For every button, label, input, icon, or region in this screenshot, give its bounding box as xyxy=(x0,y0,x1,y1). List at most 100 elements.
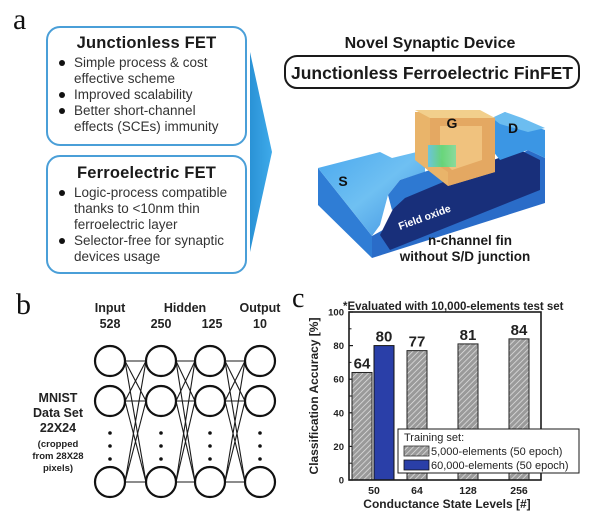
neuron-node xyxy=(93,465,127,499)
neuron-node xyxy=(93,344,127,378)
bullet-item: Logic-process compatible thanks to <10nm… xyxy=(48,185,245,233)
junctionless-fet-title: Junctionless FET xyxy=(76,34,217,52)
neuron-node xyxy=(144,465,178,499)
ellipsis-dot xyxy=(108,444,112,448)
bar-value-label: 77 xyxy=(409,334,426,351)
junctionless-fet-box: Junctionless FET Simple process & cost e… xyxy=(46,26,247,146)
neuron-connection xyxy=(224,400,246,483)
bar-5000-elements xyxy=(351,371,373,481)
neuron-connection xyxy=(124,360,147,483)
y-tick-label: 0 xyxy=(339,476,344,487)
layer-size-input: 528 xyxy=(100,317,121,331)
layer-size-output: 10 xyxy=(253,317,267,331)
bullet-line: Better short-channel xyxy=(74,103,196,118)
ellipsis-dot xyxy=(208,457,212,461)
gate-top xyxy=(415,110,495,118)
neuron-connection xyxy=(224,360,246,483)
ellipsis-dot xyxy=(208,431,212,435)
substrate-front xyxy=(318,168,372,258)
bullet-line: devices usage xyxy=(74,249,161,264)
legend-entry-5000: 5,000-elements (50 epoch) xyxy=(431,446,562,458)
dataset-note-line-1: (cropped xyxy=(38,439,79,450)
dataset-label-line-1: MNIST xyxy=(39,391,78,405)
bullet-line: effects (SCEs) immunity xyxy=(74,119,219,134)
ellipsis-dot xyxy=(159,444,163,448)
neuron-node xyxy=(144,344,178,378)
legend-swatch-solid xyxy=(403,459,430,471)
bullet-item: Improved scalability xyxy=(48,87,245,103)
y-tick-label: 100 xyxy=(328,308,344,319)
dataset-label-line-3: 22X24 xyxy=(40,421,76,435)
legend-swatch-hatched xyxy=(403,445,430,457)
bar-value-label: 81 xyxy=(460,327,477,344)
device-caption-line-2: without S/D junction xyxy=(399,249,530,264)
bullet-item: Simple process & cost effective scheme xyxy=(48,55,245,87)
bullet-line: Selector-free for synaptic xyxy=(74,233,225,248)
bar-value-label: 84 xyxy=(511,322,528,339)
bullet-item: Better short-channel effects (SCEs) immu… xyxy=(48,103,245,135)
bullet-line: Simple process & cost xyxy=(74,55,208,70)
y-tick-label: 60 xyxy=(333,375,344,386)
neuron-connection xyxy=(175,400,196,483)
layer-name-output: Output xyxy=(240,301,282,315)
layer-size-hidden-1: 250 xyxy=(151,317,172,331)
neuron-connection xyxy=(124,400,147,483)
y-tick-label: 20 xyxy=(333,442,344,453)
ellipsis-dot xyxy=(159,431,163,435)
finfet-device-illustration: G D S Field oxide xyxy=(318,110,545,258)
bar-value-label: 80 xyxy=(376,329,393,346)
ferroelectric-fet-title: Ferroelectric FET xyxy=(76,164,217,182)
x-tick-label: 128 xyxy=(459,485,477,497)
gate-label: G xyxy=(447,115,458,131)
ellipsis-dot xyxy=(258,431,262,435)
ellipsis-dot xyxy=(258,457,262,461)
bullet-item: Selector-free for synaptic devices usage xyxy=(48,233,245,265)
neuron-node xyxy=(93,384,127,418)
bullet-line: effective scheme xyxy=(74,71,176,86)
ferroelectric-fet-box: Ferroelectric FET Logic-process compatib… xyxy=(46,155,247,274)
bar-data-labels: 64 80 77 81 84 xyxy=(354,322,528,373)
network-connections xyxy=(124,360,246,483)
neuron-connection xyxy=(175,360,196,402)
layer-name-hidden: Hidden xyxy=(164,301,206,315)
dataset-note-line-3: pixels) xyxy=(43,463,73,474)
plot-frame xyxy=(348,311,542,481)
drain-label: D xyxy=(508,120,518,136)
bar-60000-elements xyxy=(373,345,395,481)
x-tick-label: 64 xyxy=(411,485,423,497)
ellipsis-dot xyxy=(208,444,212,448)
bullet-line: thanks to <10nm thin xyxy=(74,201,200,216)
neuron-connection xyxy=(224,360,246,402)
chart-legend: Training set: 5,000-elements (50 epoch) … xyxy=(397,428,580,474)
legend-title: Training set: xyxy=(404,432,464,444)
arrow-icon xyxy=(250,52,272,252)
y-tick-label: 80 xyxy=(333,341,344,352)
neuron-node xyxy=(243,384,277,418)
ellipsis-dot xyxy=(108,457,112,461)
dataset-label-line-2: Data Set xyxy=(33,406,84,420)
bar-value-label: 64 xyxy=(354,355,371,372)
neuron-connection xyxy=(124,360,147,402)
x-axis-label: Conductance State Levels [#] xyxy=(363,497,530,511)
ellipsis-dot xyxy=(108,431,112,435)
ellipsis-dot xyxy=(159,457,163,461)
neuron-node xyxy=(193,384,227,418)
neural-network-diagram: Input Hidden Output 528 250 125 10 MNIST… xyxy=(32,301,282,499)
bullet-line: Logic-process compatible xyxy=(74,185,228,200)
neuron-node xyxy=(193,465,227,499)
source-label: S xyxy=(338,173,347,189)
neuron-node xyxy=(193,344,227,378)
ellipsis-dots xyxy=(108,431,262,461)
device-heading: Novel Synaptic Device xyxy=(345,35,516,52)
neuron-connection xyxy=(175,360,196,483)
panel-label-c: c xyxy=(292,283,305,314)
bullet-line: ferroelectric layer xyxy=(74,217,178,232)
panel-label-a: a xyxy=(13,3,27,36)
network-neurons xyxy=(93,344,277,499)
layer-name-input: Input xyxy=(95,301,126,315)
layer-size-hidden-2: 125 xyxy=(202,317,223,331)
device-name-pill xyxy=(284,55,580,89)
ferroelectric-fet-bullets: Logic-process compatible thanks to <10nm… xyxy=(48,185,245,265)
